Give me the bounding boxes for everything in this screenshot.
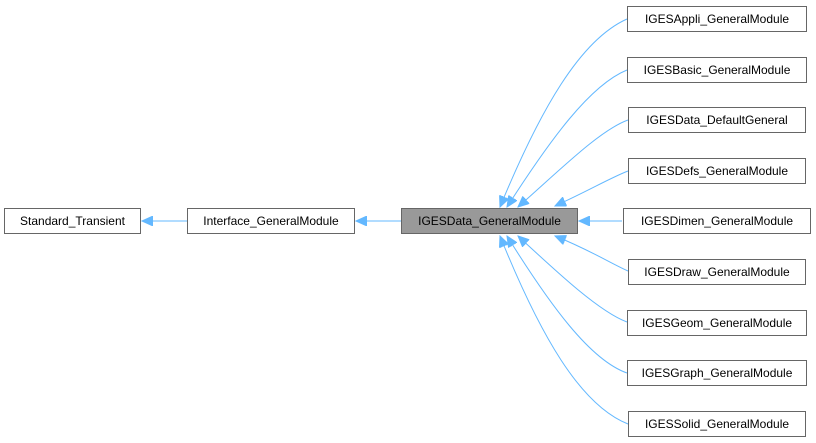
node-label-igesappli-generalmodule: IGESAppli_GeneralModule: [645, 12, 789, 26]
edge-igesgeom-to-igesdata: [518, 236, 628, 323]
node-label-interface-generalmodule: Interface_GeneralModule: [203, 214, 339, 228]
node-igesdefs-generalmodule[interactable]: IGESDefs_GeneralModule: [628, 158, 806, 184]
node-label-igesdata-generalmodule: IGESData_GeneralModule: [418, 214, 561, 228]
node-igesbasic-generalmodule[interactable]: IGESBasic_GeneralModule: [627, 57, 807, 83]
node-igesdraw-generalmodule[interactable]: IGESDraw_GeneralModule: [628, 259, 806, 285]
node-igesdimen-generalmodule[interactable]: IGESDimen_GeneralModule: [623, 208, 811, 234]
edge-igesdraw-to-igesdata: [555, 236, 629, 272]
edge-igesgraph-to-igesdata: [507, 236, 628, 374]
edge-igesdata-default-to-igesdata: [518, 119, 629, 207]
node-standard-transient[interactable]: Standard_Transient: [4, 208, 141, 234]
edge-igesbasic-to-igesdata: [507, 69, 628, 207]
node-label-standard-transient: Standard_Transient: [20, 214, 126, 228]
node-interface-generalmodule[interactable]: Interface_GeneralModule: [187, 208, 355, 234]
node-igesgeom-generalmodule[interactable]: IGESGeom_GeneralModule: [627, 310, 807, 336]
edge-igesdefs-to-igesdata: [555, 170, 629, 206]
node-igesdata-defaultgeneral[interactable]: IGESData_DefaultGeneral: [628, 107, 806, 133]
node-igesappli-generalmodule[interactable]: IGESAppli_GeneralModule: [627, 6, 807, 32]
node-igesgraph-generalmodule[interactable]: IGESGraph_GeneralModule: [627, 360, 807, 386]
node-label-igesdimen-generalmodule: IGESDimen_GeneralModule: [641, 214, 793, 228]
edge-igessolid-to-igesdata: [500, 236, 629, 425]
node-label-igessolid-generalmodule: IGESSolid_GeneralModule: [645, 417, 789, 431]
node-label-igesdraw-generalmodule: IGESDraw_GeneralModule: [644, 265, 790, 279]
edge-igesappli-to-igesdata: [500, 18, 628, 207]
node-igessolid-generalmodule[interactable]: IGESSolid_GeneralModule: [628, 411, 806, 437]
edges: [142, 18, 629, 425]
node-label-igesdefs-generalmodule: IGESDefs_GeneralModule: [646, 164, 788, 178]
node-label-igesdata-defaultgeneral: IGESData_DefaultGeneral: [646, 113, 787, 127]
node-label-igesgraph-generalmodule: IGESGraph_GeneralModule: [642, 366, 793, 380]
node-label-igesbasic-generalmodule: IGESBasic_GeneralModule: [644, 63, 791, 77]
node-label-igesgeom-generalmodule: IGESGeom_GeneralModule: [642, 316, 792, 330]
node-igesdata-generalmodule[interactable]: IGESData_GeneralModule: [401, 208, 578, 234]
